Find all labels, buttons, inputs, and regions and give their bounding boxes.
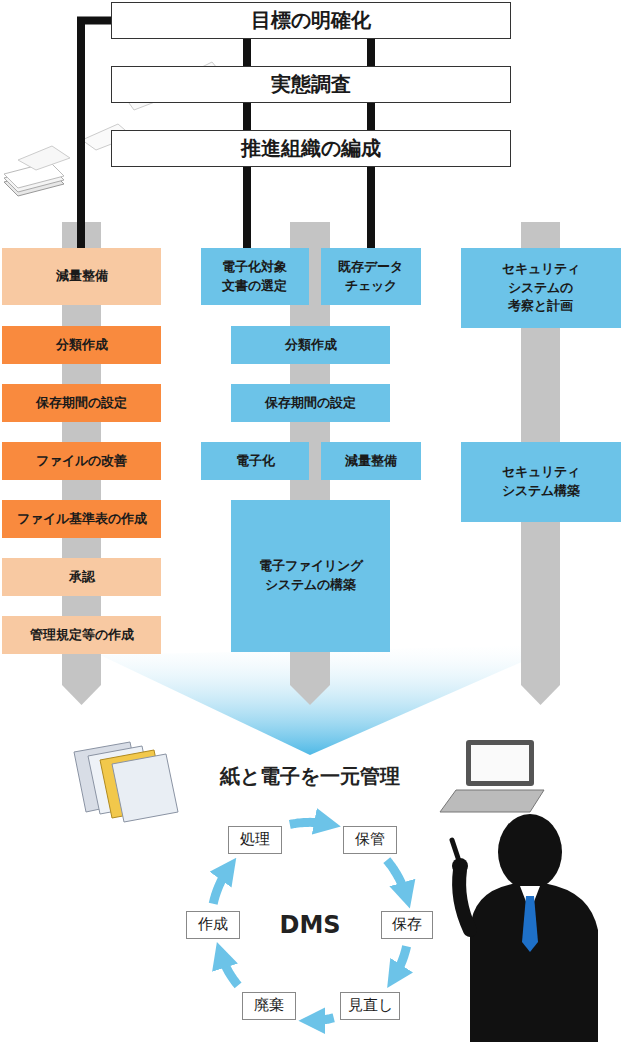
node-text: 電子化対象 文書の選定 — [221, 258, 290, 296]
summary-label: 紙と電子を一元管理 — [220, 763, 400, 790]
node-text: 減量整備 — [56, 267, 108, 286]
task-box: 既存データ チェック — [321, 248, 421, 305]
task-box: 保存期間の設定 — [2, 384, 161, 422]
task-box: 分類作成 — [2, 326, 161, 364]
node-text: ファイル基準表の作成 — [17, 510, 147, 529]
task-box: 電子化対象 文書の選定 — [201, 248, 309, 305]
node-text: 電子ファイリング システムの構築 — [256, 557, 365, 595]
node-text: 管理規定等の作成 — [30, 626, 134, 645]
task-box: 管理規定等の作成 — [2, 616, 161, 654]
task-box: 減量整備 — [2, 248, 161, 305]
node-text: 承認 — [69, 568, 95, 587]
task-box: 電子ファイリング システムの構築 — [231, 500, 390, 652]
node-text: セキュリティ システム構築 — [500, 463, 582, 501]
person-silhouette — [452, 814, 598, 1042]
node-text: 保存期間の設定 — [265, 394, 356, 413]
node-text: 処理 — [240, 829, 270, 851]
task-box: 保存期間の設定 — [231, 384, 390, 422]
cycle-step-box: 保存 — [381, 911, 433, 939]
task-box: セキュリティ システム構築 — [461, 442, 621, 522]
task-box: 電子化 — [201, 442, 309, 480]
task-box: 減量整備 — [321, 442, 421, 480]
cycle-arrow — [309, 1018, 333, 1021]
node-text: 保存 — [392, 914, 422, 936]
flow-line — [81, 21, 111, 249]
task-box: ファイルの改善 — [2, 442, 161, 480]
cycle-step-box: 保管 — [343, 826, 397, 854]
task-box: セキュリティ システムの 考察と計画 — [461, 248, 621, 328]
cycle-arrow — [387, 860, 407, 898]
cycle-step-box: 廃棄 — [242, 992, 296, 1020]
task-box: 承認 — [2, 558, 161, 596]
node-text: 廃棄 — [254, 995, 284, 1017]
stage-box: 実態調査 — [111, 66, 511, 103]
node-text: 電子化 — [236, 452, 275, 471]
task-box: ファイル基準表の作成 — [2, 500, 161, 538]
node-text: 分類作成 — [56, 336, 108, 355]
center-label: DMS — [279, 911, 340, 939]
cycle-arrow — [393, 946, 407, 978]
laptop-icon — [440, 740, 544, 812]
node-text: 見直し — [348, 995, 393, 1017]
node-text: ファイルの改善 — [36, 452, 127, 471]
node-text: 保存期間の設定 — [36, 394, 127, 413]
stage-box: 目標の明確化 — [111, 2, 511, 39]
node-text: 減量整備 — [345, 452, 397, 471]
node-text: 推進組織の編成 — [241, 134, 381, 163]
cycle-step-box: 処理 — [228, 826, 282, 854]
node-text: 分類作成 — [285, 336, 337, 355]
cycle-step-box: 作成 — [186, 911, 240, 939]
task-box: 分類作成 — [231, 326, 390, 364]
node-text: 実態調査 — [271, 70, 351, 99]
folder-icon — [74, 742, 178, 822]
cycle-step-box: 見直し — [340, 992, 400, 1020]
node-text: 作成 — [198, 914, 228, 936]
cycle-arrow — [220, 952, 238, 985]
cycle-arrow — [213, 867, 230, 904]
node-text: 保管 — [355, 829, 385, 851]
cycle-arrow — [290, 822, 330, 824]
node-text: 既存データ チェック — [337, 258, 406, 296]
stage-box: 推進組織の編成 — [111, 130, 511, 167]
node-text: セキュリティ システムの 考察と計画 — [500, 260, 582, 317]
node-text: 目標の明確化 — [251, 6, 371, 35]
